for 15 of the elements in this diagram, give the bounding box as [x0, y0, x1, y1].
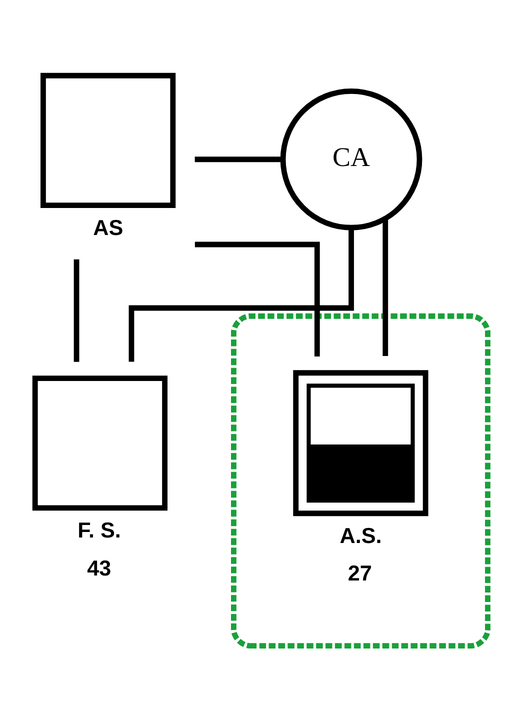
node-box	[293, 370, 428, 516]
node-circle: CA	[280, 88, 422, 230]
node-label: F. S.	[78, 516, 121, 542]
cluster	[231, 312, 490, 648]
connector	[74, 258, 80, 362]
node-label: AS	[93, 214, 124, 240]
node-label: 27	[348, 560, 372, 586]
node-box	[32, 375, 168, 510]
connector	[382, 218, 388, 356]
node-label: A.S.	[340, 522, 382, 548]
node-box	[40, 72, 176, 208]
node-label: 43	[87, 554, 112, 580]
connector	[194, 156, 283, 162]
connector	[128, 228, 354, 362]
connector	[194, 241, 320, 356]
